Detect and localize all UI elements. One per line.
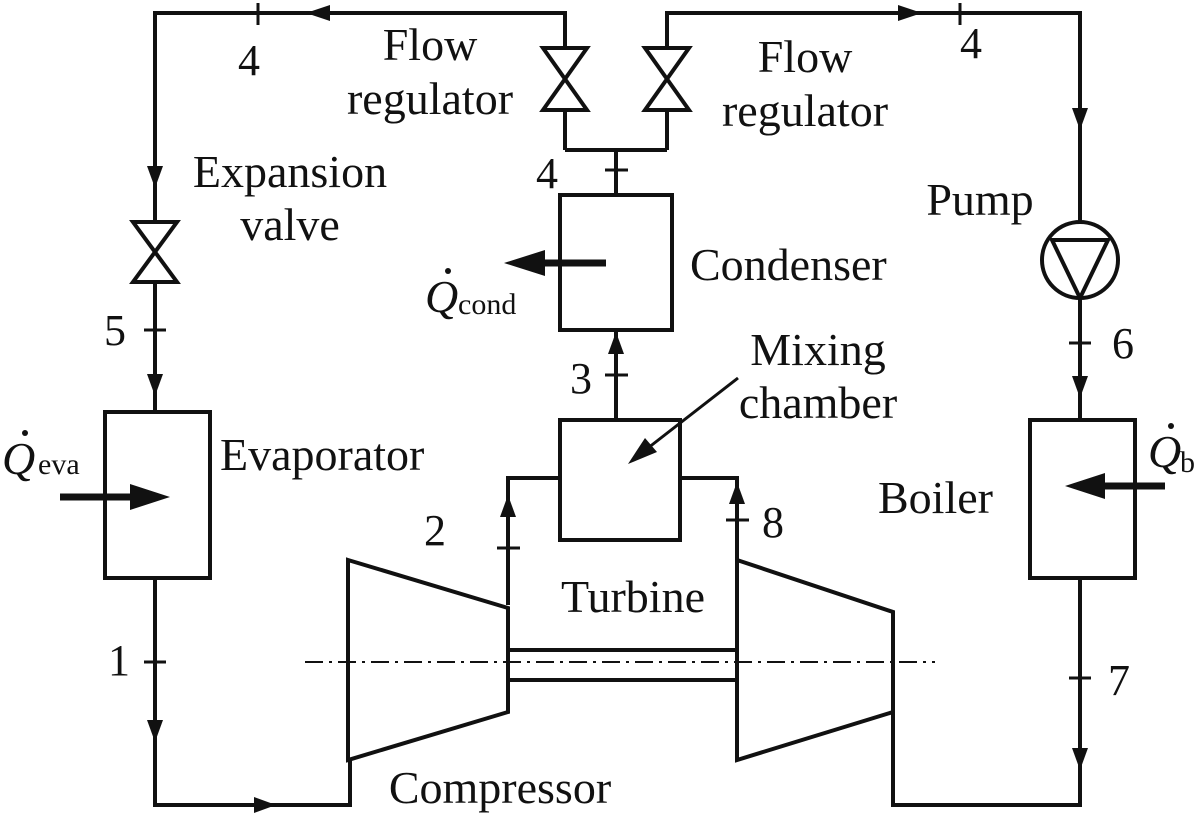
state-point-4-top-left: 4 [238, 36, 260, 85]
heat-arrow-condenser [504, 250, 606, 276]
state-point-4-condenser: 4 [536, 149, 558, 198]
flow-regulator-left-valve [539, 46, 591, 112]
mixing-chamber-label-line2: chamber [739, 377, 897, 428]
pipe-turbine-to-mixing [680, 476, 739, 560]
compressor-body [346, 557, 510, 763]
flow-arrows [147, 5, 1088, 813]
turbine-body [735, 557, 895, 763]
state-point-8: 8 [762, 498, 784, 547]
state-point-4-top-right: 4 [960, 19, 982, 68]
pump-symbol [1040, 220, 1120, 303]
state-point-5: 5 [104, 306, 126, 355]
flow-regulator-right-valve [641, 46, 693, 112]
svg-text:Q: Q [425, 271, 458, 322]
pipe-evaporator-to-compressor [153, 578, 352, 807]
pipe-compressor-to-mixing [506, 476, 560, 605]
svg-text:cond: cond [458, 288, 516, 321]
expansion-valve-label-line2: valve [240, 199, 340, 250]
boiler-label: Boiler [878, 472, 993, 523]
evaporator-label: Evaporator [220, 429, 424, 480]
arrow-right-top [898, 5, 922, 21]
expansion-valve-label-line1: Expansion [193, 146, 387, 197]
pipe-boiler-to-turbine [891, 578, 1082, 807]
svg-text:eva: eva [38, 448, 80, 481]
mixing-chamber-pointer [628, 376, 739, 464]
arrow-down-right-lower [1072, 376, 1088, 398]
mixing-chamber-label-line1: Mixing [750, 324, 885, 375]
arrow-down-right-bottom [1072, 748, 1088, 770]
svg-text:Q: Q [2, 433, 35, 484]
expansion-valve-symbol [129, 220, 181, 284]
flow-regulator-left-label-line1: Flow [383, 19, 478, 70]
arrow-down-left-upper [147, 166, 163, 188]
flow-regulator-right-label-line2: regulator [722, 85, 888, 136]
heat-arrow-evaporator [60, 484, 170, 510]
state-point-6: 6 [1112, 319, 1134, 368]
arrow-down-right-upper [1072, 108, 1088, 130]
state-point-2: 2 [424, 506, 446, 555]
flow-regulator-right-label-line1: Flow [758, 31, 853, 82]
state-point-3: 3 [570, 354, 592, 403]
arrow-down-left-bottom [147, 720, 163, 742]
arrow-down-left-lower [147, 374, 163, 396]
state-point-ticks [144, 3, 1091, 680]
q-cond-label: Q cond [425, 268, 516, 322]
compressor-label: Compressor [389, 762, 611, 813]
heat-arrow-boiler [1065, 473, 1165, 499]
arrow-up-point-8 [729, 482, 745, 504]
flow-regulator-left-label-line2: regulator [347, 73, 513, 124]
shaft [305, 648, 935, 682]
turbine-label: Turbine [561, 571, 705, 622]
arrow-right-bottom [254, 797, 276, 813]
svg-text:b: b [1180, 446, 1195, 479]
pump-label: Pump [926, 174, 1033, 225]
q-b-label: Q b [1148, 423, 1195, 479]
arrow-up-point-2 [500, 495, 516, 517]
state-point-1: 1 [108, 636, 130, 685]
boiler-box [1028, 418, 1137, 580]
state-point-7: 7 [1108, 656, 1130, 705]
arrow-up-condenser [608, 332, 624, 354]
arrow-left-top [306, 5, 330, 21]
svg-text:Q: Q [1148, 426, 1181, 477]
pipe-network [153, 11, 1082, 807]
condenser-label: Condenser [690, 239, 887, 290]
q-eva-label: Q eva [2, 430, 80, 484]
